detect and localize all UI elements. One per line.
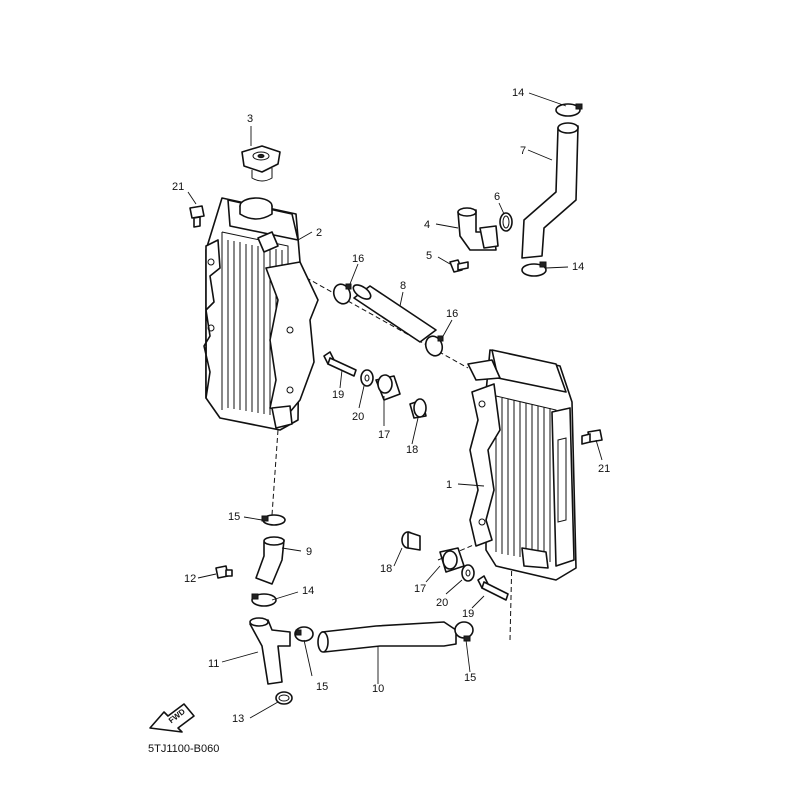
damper-17-upper[interactable]: [375, 374, 401, 401]
callout-20-upper: 20: [352, 411, 364, 423]
callout-21-right: 21: [598, 463, 610, 475]
right-radiator[interactable]: [467, 349, 577, 581]
bolt-5[interactable]: [449, 259, 469, 273]
hose-clamp-16-upper[interactable]: [331, 282, 353, 306]
callout-4: 4: [424, 219, 430, 231]
callout-16-lower: 16: [446, 308, 458, 320]
left-radiator[interactable]: [203, 197, 319, 431]
mount-bolt-19-lower[interactable]: [477, 575, 509, 601]
callout-11: 11: [208, 658, 219, 670]
washer-20-upper[interactable]: [360, 369, 374, 387]
callout-14-lower: 14: [302, 585, 314, 597]
callout-3: 3: [247, 113, 253, 125]
hose-clamp-14-lower[interactable]: [251, 593, 277, 607]
callout-2: 2: [316, 227, 322, 239]
callout-7: 7: [520, 145, 526, 157]
hose-10[interactable]: [317, 621, 457, 653]
callout-15-middle: 15: [316, 681, 328, 693]
hose-7[interactable]: [521, 122, 579, 259]
hose-clamp-14-top[interactable]: [555, 103, 583, 117]
forward-arrow-icon: FWD: [149, 703, 195, 733]
callout-19-upper: 19: [332, 389, 344, 401]
hose-clamp-15-right[interactable]: [454, 621, 474, 642]
callout-8: 8: [400, 280, 406, 292]
callout-18-upper: 18: [406, 444, 418, 456]
callout-17-upper: 17: [378, 429, 390, 441]
pipe-4[interactable]: [457, 207, 499, 251]
hose-9[interactable]: [255, 536, 285, 585]
o-ring-13[interactable]: [275, 691, 293, 705]
hose-clamp-15-left[interactable]: [261, 514, 286, 526]
mount-bolt-19-upper[interactable]: [323, 351, 357, 377]
callout-17-lower: 17: [414, 583, 426, 595]
callout-18-lower: 18: [380, 563, 392, 575]
callout-9: 9: [306, 546, 312, 558]
callout-14-right: 14: [572, 261, 584, 273]
callout-16-upper: 16: [352, 253, 364, 265]
callout-20-lower: 20: [436, 597, 448, 609]
hose-8[interactable]: [351, 282, 437, 343]
hose-clamp-15-middle[interactable]: [294, 626, 314, 642]
callout-14-top: 14: [512, 87, 524, 99]
callout-19-lower: 19: [462, 608, 474, 620]
callout-1: 1: [446, 479, 452, 491]
callout-13: 13: [232, 713, 244, 725]
damper-17-lower[interactable]: [439, 547, 465, 573]
callout-15-right: 15: [464, 672, 476, 684]
collar-18-upper[interactable]: [409, 398, 427, 419]
callout-10: 10: [372, 683, 384, 695]
collar-18-lower[interactable]: [401, 531, 421, 551]
washer-20-lower[interactable]: [461, 564, 475, 582]
callout-numbers: 3 21 2 14 7 4 6 5 14 16 8 16 19 20 17 18…: [172, 87, 610, 725]
radiator-cap[interactable]: [241, 145, 281, 182]
bolt-21-left[interactable]: [189, 205, 205, 228]
callout-12: 12: [184, 573, 196, 585]
diagram-code: 5TJ1100-B060: [148, 743, 219, 755]
pipe-11[interactable]: [249, 617, 291, 685]
callout-15-left: 15: [228, 511, 240, 523]
hose-clamp-14-right[interactable]: [521, 261, 547, 277]
right-radiator-fins: [501, 398, 551, 562]
bolt-21-right[interactable]: [581, 429, 603, 445]
bolt-12[interactable]: [215, 565, 233, 579]
callout-21-left: 21: [172, 181, 184, 193]
hose-clamp-16-lower[interactable]: [423, 334, 445, 358]
o-ring-6[interactable]: [499, 212, 513, 232]
callout-5: 5: [426, 250, 432, 262]
leader-lines: [187, 92, 603, 719]
callout-6: 6: [494, 191, 500, 203]
